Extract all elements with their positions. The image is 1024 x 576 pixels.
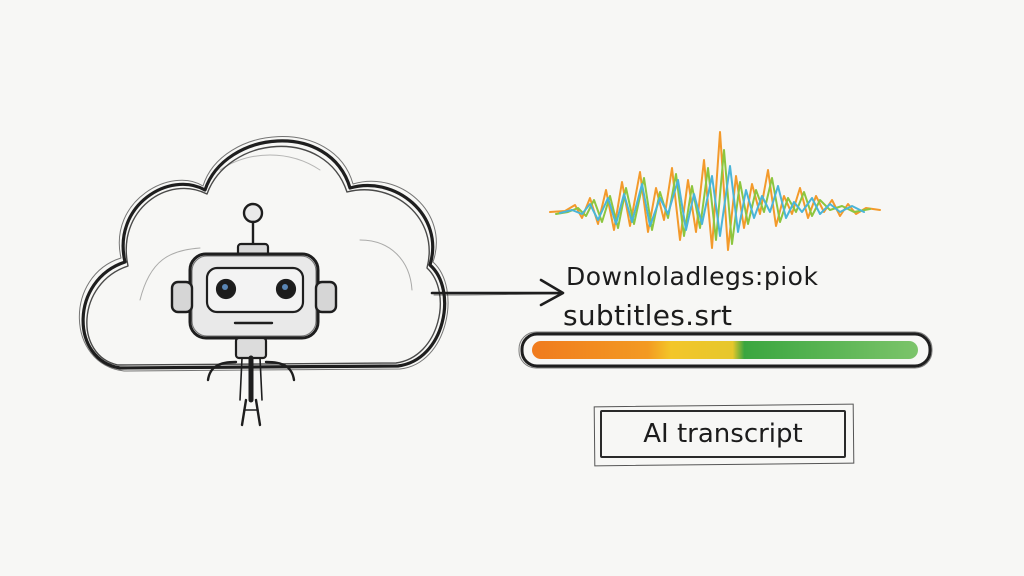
ai-transcript-button[interactable]: AI transcript — [600, 410, 846, 458]
file-name: subtitles.srt — [563, 299, 733, 332]
progress-fill — [532, 341, 918, 359]
ai-transcript-label: AI transcript — [643, 419, 803, 449]
download-status-text: Downloladlegs:piok — [566, 262, 819, 291]
